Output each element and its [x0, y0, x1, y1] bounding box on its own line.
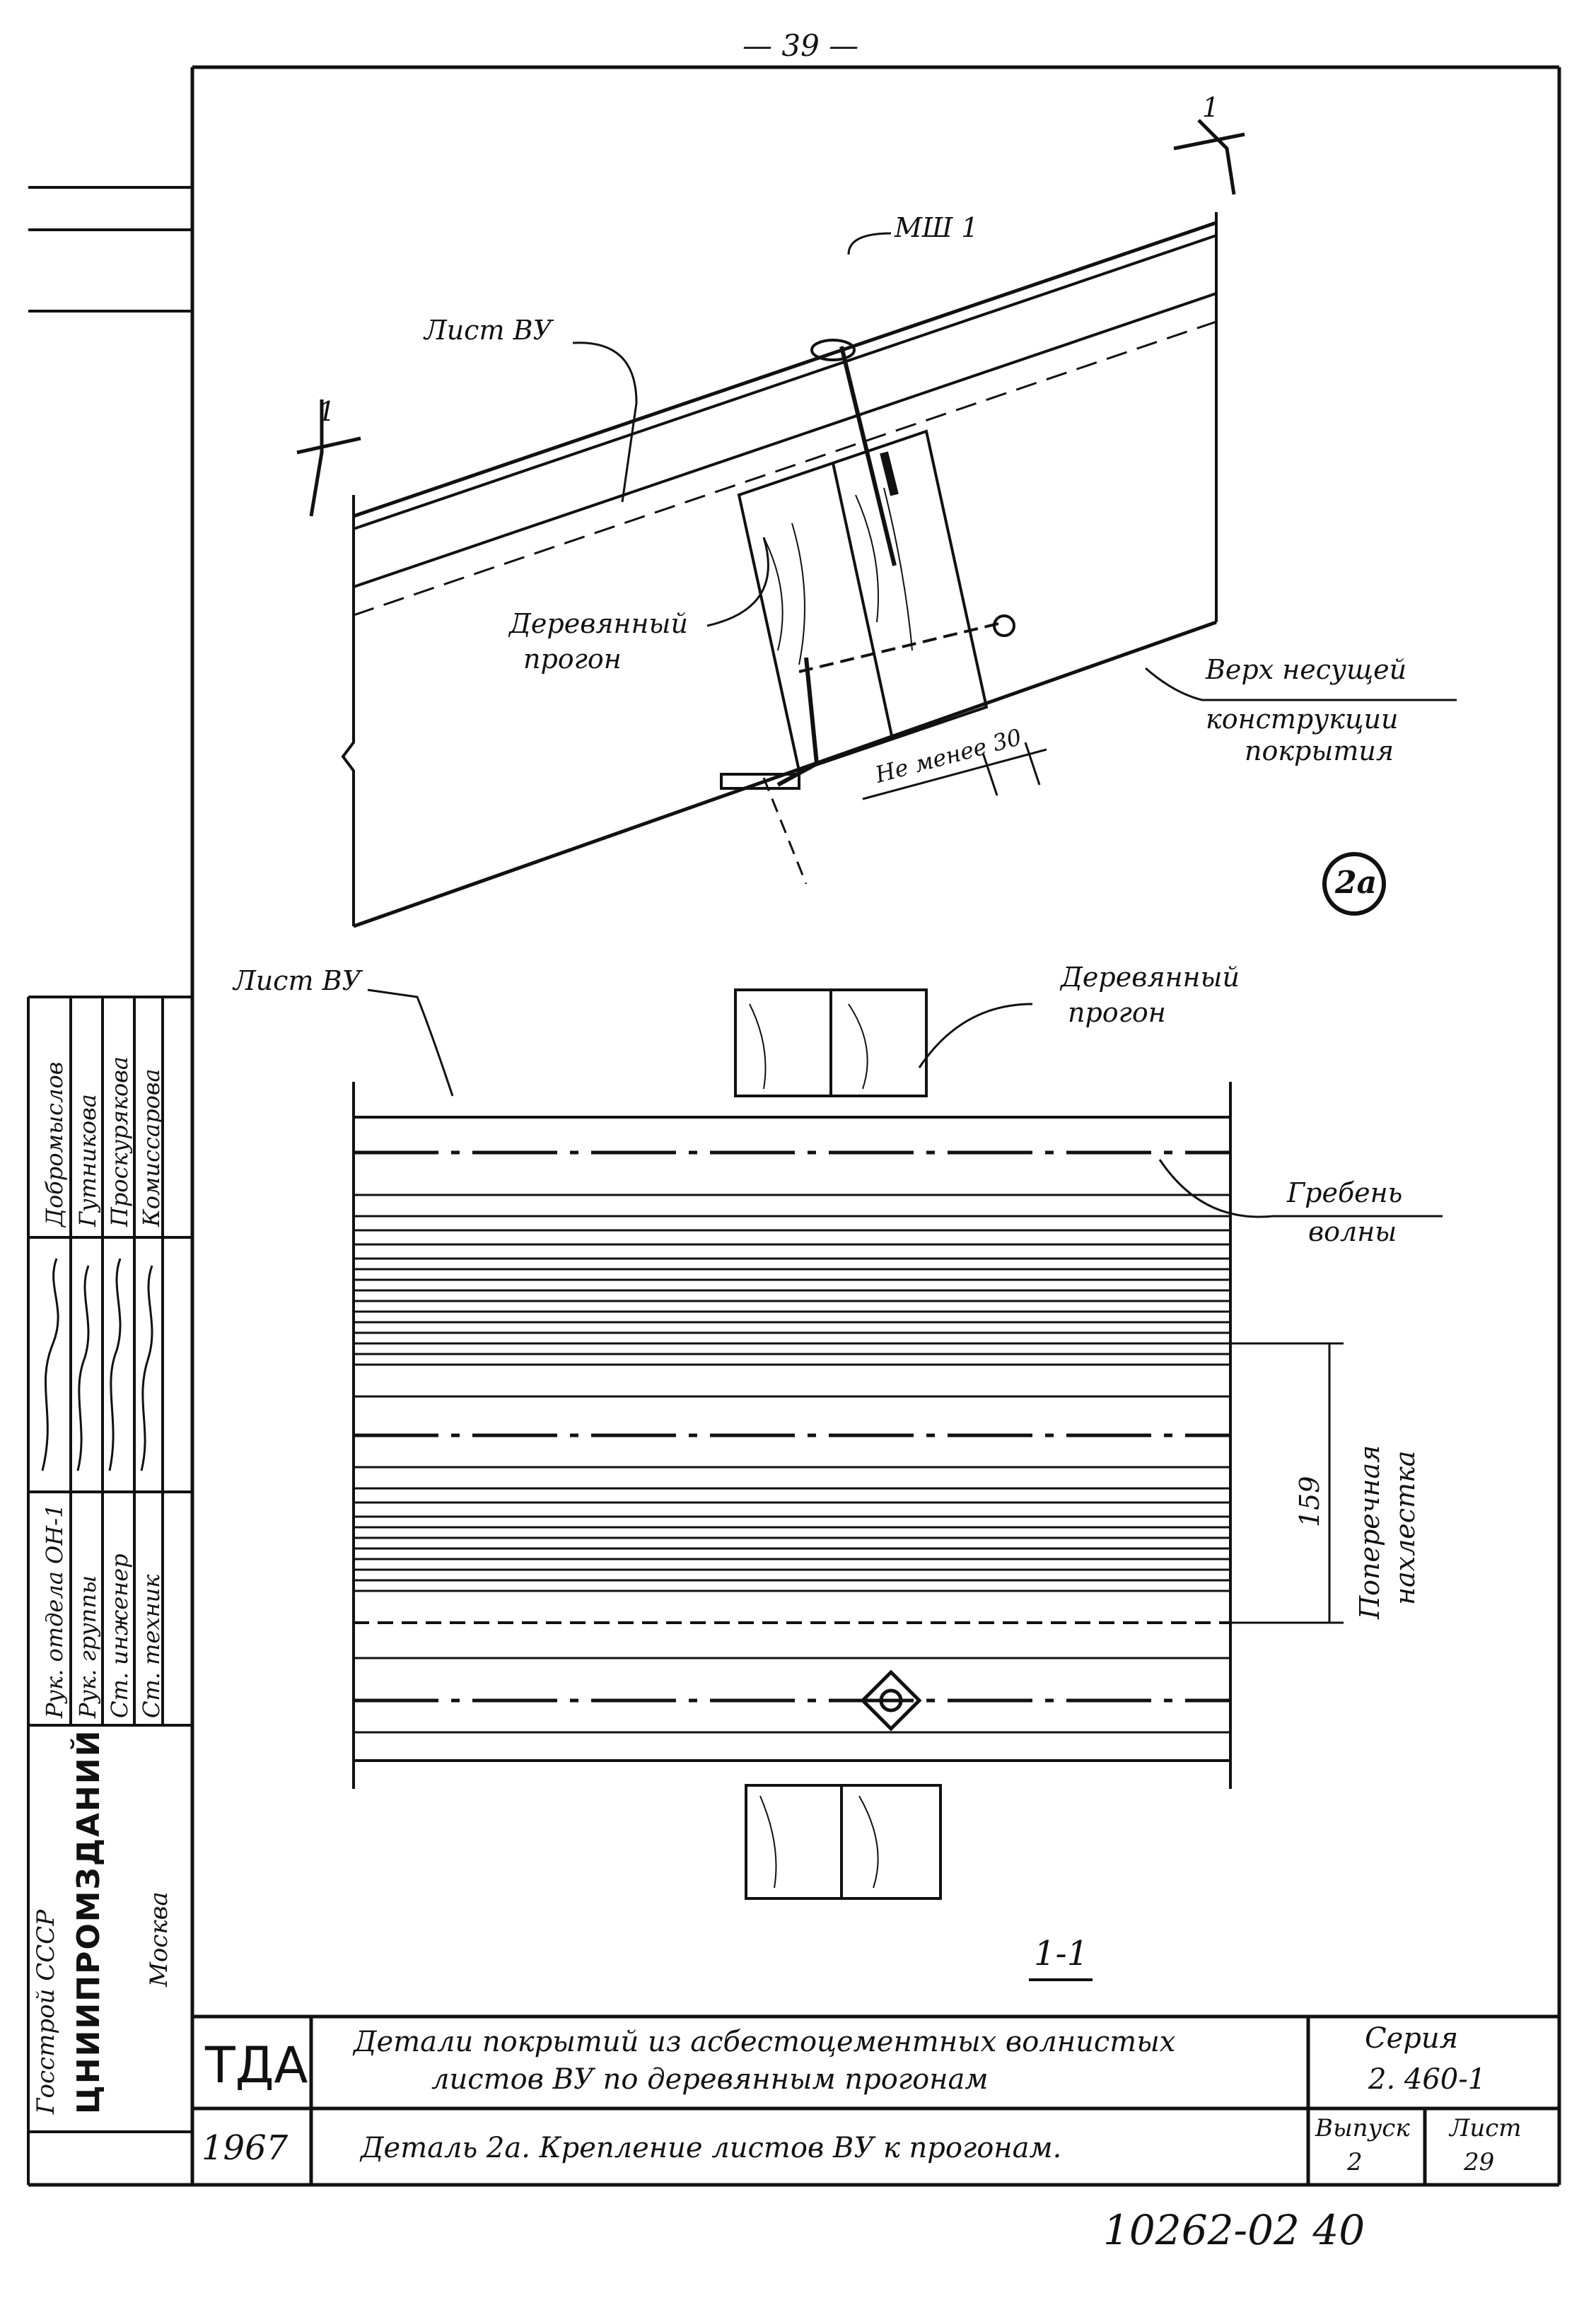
title-line-1: Детали покрытий из асбестоцементных волн… — [354, 2026, 1176, 2058]
purlin-label-top-1: Деревянный — [509, 608, 688, 639]
title-block-frame — [192, 2014, 1559, 2185]
overlap-label-1: Поперечная — [1354, 1445, 1385, 1619]
stamp-role-2: Рук. группы — [74, 1575, 101, 1718]
structure-top-label-3: покрытия — [1245, 735, 1394, 766]
series-label: Серия — [1365, 2022, 1459, 2055]
sheet-label-section: Лист ВУ — [233, 965, 361, 996]
stamp-signatures — [41, 1258, 153, 1471]
top-view — [296, 119, 1457, 928]
left-margin-lines — [27, 186, 192, 2185]
stamp-org-3: Москва — [145, 1891, 173, 1987]
section-mark-left: 1 — [318, 396, 336, 427]
title-line-2: листов ВУ по деревянным прогонам — [431, 2063, 989, 2096]
wooden-purlin-top — [737, 429, 989, 773]
section-title: 1-1 — [1034, 1934, 1089, 1973]
structure-top-label-2: конструкции — [1206, 704, 1399, 735]
stamp-name-3: Проскурякова — [106, 1056, 133, 1227]
sheet-label: Лист — [1450, 2114, 1522, 2142]
stamp-name-1: Добромыслов — [41, 1061, 68, 1227]
overlap-label-2: нахлестка — [1390, 1450, 1421, 1605]
purlin-label-section-2: прогон — [1068, 997, 1166, 1028]
ridge-label-2: волны — [1308, 1216, 1397, 1247]
issue-value: 2 — [1347, 2148, 1363, 2176]
sheet-frame — [28, 65, 1561, 2187]
stamp-role-3: Ст. инженер — [106, 1553, 133, 1718]
stamp-name-4: Комиссарова — [138, 1068, 165, 1227]
fastener-label: МШ 1 — [895, 212, 979, 243]
page-number: — 39 — — [742, 28, 859, 63]
purlin-label-section-1: Деревянный — [1061, 962, 1240, 993]
year: 1967 — [202, 2128, 289, 2168]
detail-number: 2а — [1335, 865, 1377, 901]
purlin-label-top-2: прогон — [523, 643, 622, 675]
stamp-org-2: ЦНИИПРОМЗДАНИЙ — [71, 1729, 107, 2114]
structure-top-label-1: Верх несущей — [1206, 654, 1407, 685]
detail-title: Деталь 2а. Крепление листов ВУ к прогона… — [361, 2132, 1062, 2164]
stamp-org-1: Госстрой СССР — [32, 1909, 60, 2114]
ridge-label-1: Гребень — [1287, 1177, 1403, 1208]
series-value: 2. 460-1 — [1368, 2063, 1486, 2096]
dimension-value: 159 — [1294, 1476, 1325, 1527]
section-mark-right: 1 — [1202, 92, 1220, 123]
sheet-label-top: Лист ВУ — [424, 315, 552, 346]
archive-number: 10262-02 40 — [1103, 2206, 1365, 2254]
sheet-value: 29 — [1464, 2148, 1495, 2176]
issue-label: Выпуск — [1315, 2114, 1410, 2142]
stamp-name-2: Гутникова — [74, 1094, 101, 1227]
stamp-role-1: Рук. отдела ОН-1 — [41, 1503, 68, 1718]
stamp-role-4: Ст. техник — [138, 1574, 165, 1718]
org-code: ТДА — [205, 2036, 308, 2094]
section-view — [352, 988, 1443, 1981]
